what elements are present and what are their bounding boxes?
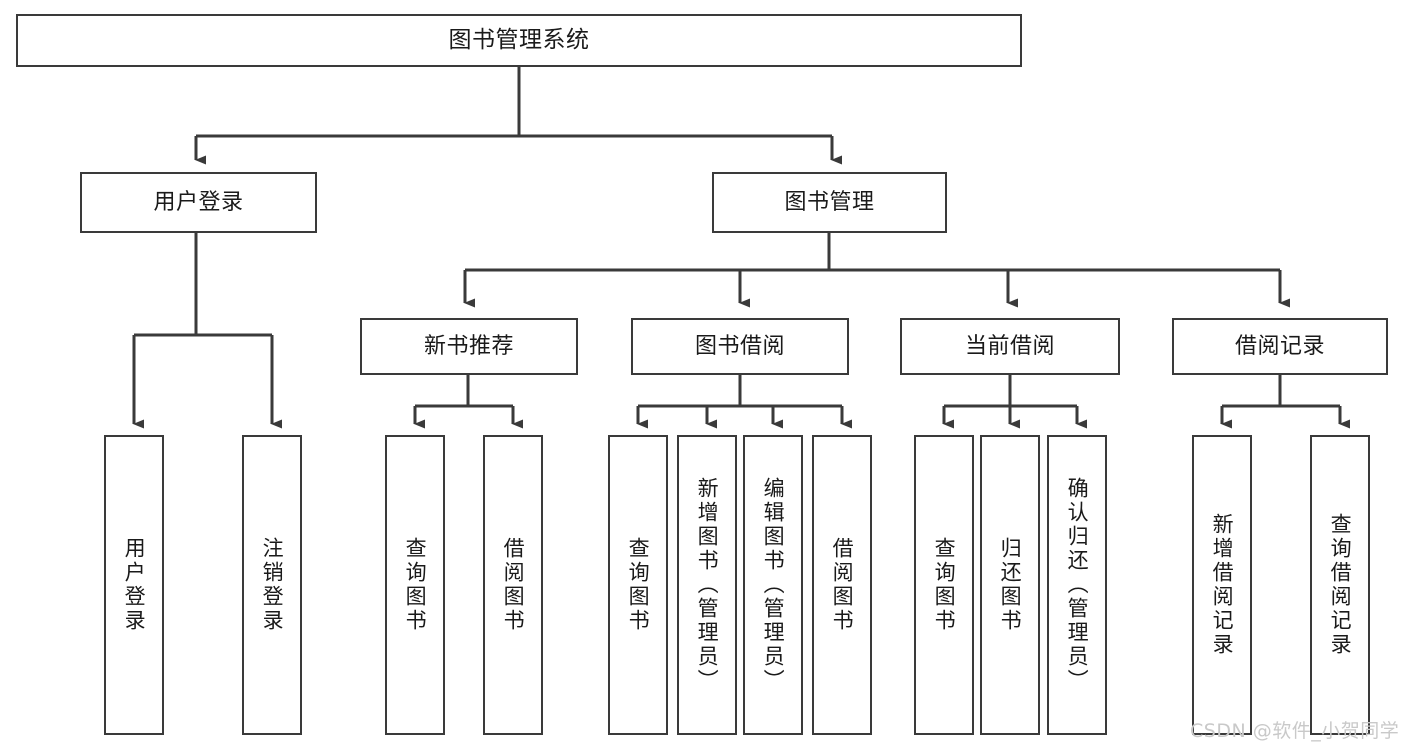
node-leaf-query-book-recommend[interactable]: 查询图书	[385, 435, 445, 735]
node-leaf-query-borrow-record[interactable]: 查询借阅记录	[1310, 435, 1370, 735]
node-label: 借阅记录	[1234, 333, 1325, 359]
node-label: 当前借阅	[964, 333, 1055, 359]
node-label: 确认归还（管理员）	[1065, 477, 1090, 693]
node-label: 查询图书	[932, 537, 957, 633]
node-user-login[interactable]: 用户登录	[80, 172, 317, 233]
node-leaf-add-borrow-record[interactable]: 新增借阅记录	[1192, 435, 1252, 735]
node-current-borrow[interactable]: 当前借阅	[900, 318, 1120, 375]
node-label: 查询借阅记录	[1328, 513, 1353, 657]
node-leaf-borrow-book[interactable]: 借阅图书	[812, 435, 872, 735]
node-book-management[interactable]: 图书管理	[712, 172, 947, 233]
watermark: CSDN @软件_小贺同学	[1190, 720, 1400, 742]
node-label: 图书管理	[784, 189, 875, 215]
node-leaf-logout[interactable]: 注销登录	[242, 435, 302, 735]
node-book-borrow[interactable]: 图书借阅	[631, 318, 849, 375]
node-leaf-add-book-admin[interactable]: 新增图书（管理员）	[677, 435, 737, 735]
node-label: 图书借阅	[694, 333, 785, 359]
node-label: 借阅图书	[830, 537, 855, 633]
node-leaf-query-book-borrow[interactable]: 查询图书	[608, 435, 668, 735]
node-label: 编辑图书（管理员）	[761, 477, 786, 693]
node-label: 新书推荐	[423, 333, 514, 359]
node-label: 借阅图书	[501, 537, 526, 633]
node-label: 新增借阅记录	[1210, 513, 1235, 657]
node-leaf-borrow-book-recommend[interactable]: 借阅图书	[483, 435, 543, 735]
node-label: 用户登录	[122, 537, 147, 633]
node-label: 注销登录	[260, 537, 285, 633]
node-label: 查询图书	[403, 537, 428, 633]
node-leaf-confirm-return-admin[interactable]: 确认归还（管理员）	[1047, 435, 1107, 735]
node-leaf-query-book-current[interactable]: 查询图书	[914, 435, 974, 735]
node-leaf-user-login[interactable]: 用户登录	[104, 435, 164, 735]
node-label: 图书管理系统	[448, 27, 590, 54]
node-label: 归还图书	[998, 537, 1023, 633]
node-label: 用户登录	[153, 189, 244, 215]
node-borrow-record[interactable]: 借阅记录	[1172, 318, 1388, 375]
node-leaf-edit-book-admin[interactable]: 编辑图书（管理员）	[743, 435, 803, 735]
node-label: 查询图书	[626, 537, 651, 633]
node-new-book-recommend[interactable]: 新书推荐	[360, 318, 578, 375]
node-label: 新增图书（管理员）	[695, 477, 720, 693]
node-root-book-management-system[interactable]: 图书管理系统	[16, 14, 1022, 67]
node-leaf-return-book[interactable]: 归还图书	[980, 435, 1040, 735]
